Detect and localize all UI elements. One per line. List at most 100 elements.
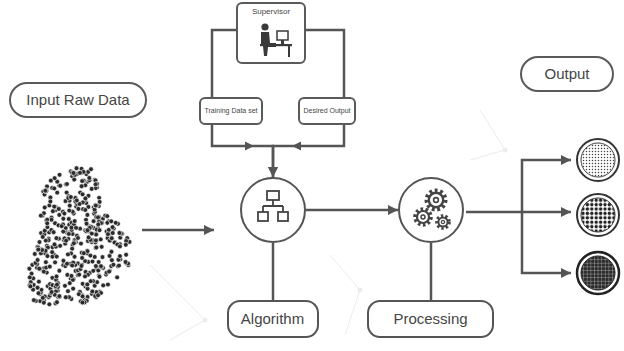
data-point <box>43 260 48 265</box>
data-point <box>71 171 76 176</box>
data-point <box>123 242 128 247</box>
data-point <box>37 266 42 271</box>
data-point <box>87 176 92 181</box>
data-point <box>43 188 48 193</box>
data-point <box>118 254 123 259</box>
data-point <box>77 272 82 277</box>
node-text: Desired Output <box>303 107 350 115</box>
data-point <box>68 195 73 200</box>
data-point <box>65 182 70 187</box>
data-point <box>55 300 60 305</box>
connector <box>306 30 344 97</box>
data-point <box>80 179 85 184</box>
data-point <box>67 208 72 213</box>
data-point <box>96 215 101 220</box>
data-point <box>52 204 57 209</box>
data-point <box>96 293 101 298</box>
supervisor-icon <box>260 23 292 57</box>
data-point <box>72 177 77 182</box>
output-box: Output <box>520 56 614 92</box>
data-point <box>76 206 81 211</box>
data-point <box>47 264 52 269</box>
data-point <box>62 211 67 216</box>
data-point <box>91 219 96 224</box>
data-point <box>96 214 101 219</box>
data-point <box>63 295 68 300</box>
input-arrow <box>142 229 214 232</box>
data-point <box>80 294 85 299</box>
data-point <box>57 268 62 273</box>
connector <box>212 30 236 97</box>
data-point <box>57 172 62 177</box>
data-point <box>42 228 47 233</box>
data-point <box>109 249 114 254</box>
data-point <box>106 232 111 237</box>
data-point <box>94 238 99 243</box>
data-point <box>98 237 103 242</box>
data-point <box>61 229 66 234</box>
connector <box>212 125 273 177</box>
data-point <box>88 279 93 284</box>
data-point <box>111 262 116 267</box>
data-point <box>36 247 41 252</box>
data-point <box>94 232 99 237</box>
data-point <box>36 247 41 252</box>
data-point <box>41 300 46 305</box>
data-point <box>55 190 60 195</box>
label-box: Processing <box>367 300 494 338</box>
data-point <box>72 219 77 224</box>
data-point <box>66 231 71 236</box>
data-point <box>45 221 50 226</box>
data-point <box>109 258 114 263</box>
data-point <box>63 283 68 288</box>
data-point <box>83 274 88 279</box>
data-point <box>54 254 59 259</box>
algorithm-circle: Algorithm <box>240 177 306 243</box>
output-class-circle <box>577 139 619 181</box>
data-point <box>64 238 69 243</box>
node-text: Supervisor <box>252 7 290 16</box>
data-point <box>69 274 74 279</box>
training-box: Training Data set <box>199 97 262 125</box>
data-point <box>28 284 33 289</box>
data-point <box>38 213 43 218</box>
data-point <box>93 203 98 208</box>
data-point <box>109 236 114 241</box>
data-point <box>74 166 79 171</box>
data-point <box>57 294 62 299</box>
data-point <box>89 167 94 172</box>
data-point <box>83 208 88 213</box>
data-point <box>109 219 114 224</box>
data-point <box>61 216 66 221</box>
data-point <box>105 214 110 219</box>
data-point <box>61 258 66 263</box>
data-point <box>36 291 41 296</box>
data-point <box>57 294 62 299</box>
data-point <box>59 224 64 229</box>
data-point <box>35 285 40 290</box>
data-point <box>94 245 99 250</box>
data-point <box>40 235 45 240</box>
data-point <box>40 295 45 300</box>
data-point <box>42 205 47 210</box>
data-point <box>50 209 55 214</box>
data-point <box>55 282 60 287</box>
data-point <box>76 236 81 241</box>
data-point <box>85 213 90 218</box>
flowchart-icon <box>258 191 288 221</box>
label-stem <box>272 243 275 300</box>
data-point <box>99 264 104 269</box>
data-point <box>79 264 84 269</box>
data-point <box>35 258 40 263</box>
supervisor-box: Supervisor <box>236 2 306 64</box>
processing-disc <box>399 178 463 242</box>
data-point <box>80 256 85 261</box>
data-point <box>66 232 71 237</box>
data-point <box>36 247 41 252</box>
data-point <box>93 264 98 269</box>
data-point <box>66 217 71 222</box>
node-text: Algorithm <box>241 310 304 327</box>
data-point <box>31 298 36 303</box>
data-point <box>70 246 75 251</box>
data-point <box>101 283 106 288</box>
